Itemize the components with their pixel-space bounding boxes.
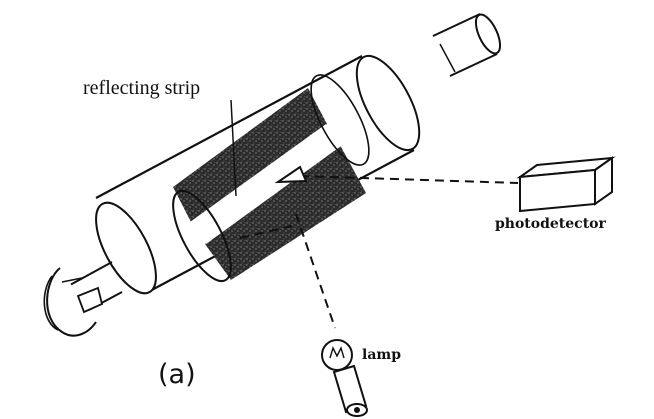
- label-lamp: lamp: [362, 347, 401, 363]
- figure-tag: (a): [158, 359, 196, 390]
- lamp: [321, 339, 368, 417]
- photodetector-box: [516, 156, 616, 213]
- label-photodetector: photodetector: [495, 216, 607, 232]
- left-coupling: [43, 267, 104, 337]
- cylinder-body: [90, 43, 456, 295]
- reflecting-strip-leader: [230, 99, 237, 197]
- right-shaft: [432, 13, 502, 77]
- label-reflecting-strip: reflecting strip: [83, 77, 200, 99]
- reflection-arrowhead: [274, 165, 308, 184]
- reflecting-strip-upper: [173, 88, 327, 224]
- light-path: [239, 165, 519, 329]
- cylinder-left-end: [95, 201, 157, 295]
- reflecting-strip-lower: [205, 145, 366, 280]
